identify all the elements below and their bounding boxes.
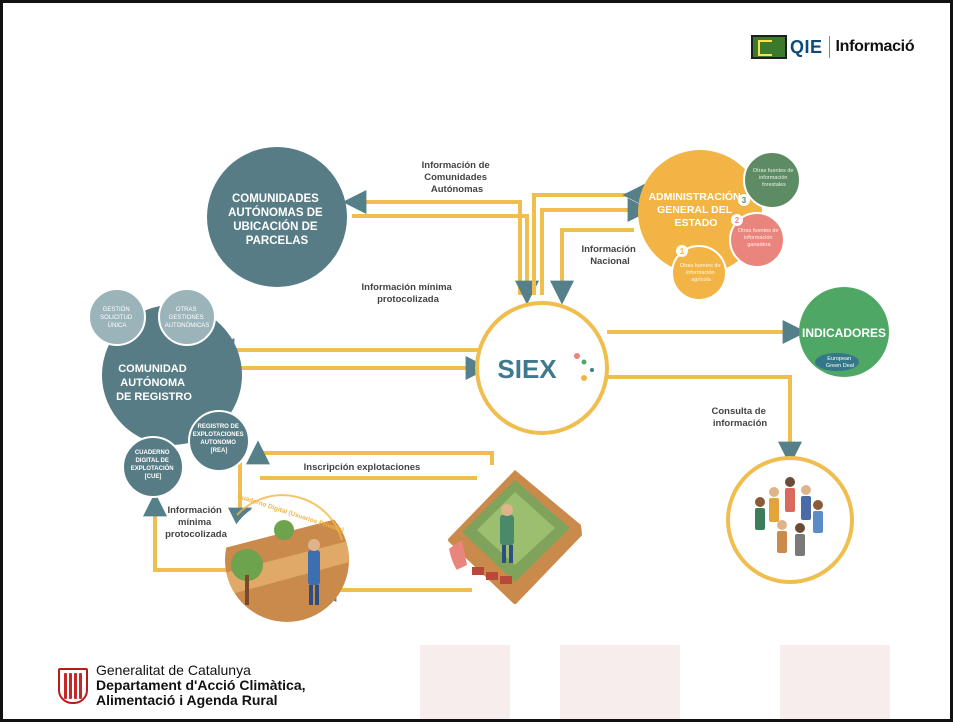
svg-text:1: 1 [680, 247, 685, 256]
svg-text:Otras fuentes de informa: Otras fuentes de información forestales [753, 168, 795, 188]
background-stripe [560, 642, 680, 720]
svg-text:Otras fuentes de informa: Otras fuentes de información agrícola [680, 263, 722, 283]
illustration-farm [448, 470, 582, 604]
background-stripe [780, 642, 890, 720]
svg-text:INDICADORES: INDICADORES [802, 326, 886, 340]
connector-lines [143, 183, 807, 602]
svg-text:REGISTRO DE EXPLOTACIONE: REGISTRO DE EXPLOTACIONES AUTONOMO [REA] [193, 424, 246, 454]
qie-logo: QIE Informació [751, 33, 915, 61]
label-info-minima-top: Información mínima protocolizada [362, 282, 455, 305]
background-stripe [420, 642, 510, 720]
department-name-line2: Alimentació i Agenda Rural [96, 692, 278, 708]
svg-text:ADMINISTRACIÓN GENERAL D: ADMINISTRACIÓN GENERAL DEL ESTADO [648, 190, 743, 229]
siex-diagram: COMUNIDADES AUTÓNOMAS DE UBICACIÓN DE PA… [88, 147, 889, 622]
node-ccaa-registro: COMUNIDAD AUTÓNOMA DE REGISTRO [102, 305, 242, 445]
node-rea: REGISTRO DE EXPLOTACIONES AUTONOMO [REA] [188, 410, 250, 472]
svg-text:3: 3 [742, 196, 747, 205]
svg-text:European Green Deal: European Green Deal [826, 356, 854, 369]
svg-text:SIEX: SIEX [497, 354, 557, 384]
svg-text:COMUNIDADES AUTÓNOMAS DE: COMUNIDADES AUTÓNOMAS DE UBICACIÓN DE PA… [228, 193, 326, 247]
svg-text:GESTIÓN SOLICITUD: GESTIÓN SOLICITUD ÚNICA [100, 306, 134, 329]
node-gestion-solicitud: GESTIÓN SOLICITUD ÚNICA [88, 288, 146, 346]
logo-divider [828, 36, 830, 58]
node-fuente-forestal: Otras fuentes de información forestales … [738, 151, 801, 209]
qie-logo-caption: Informació [835, 38, 915, 55]
node-siex: SIEX [475, 301, 609, 435]
illustration-people [726, 456, 854, 584]
node-fuente-ganadera: Otras fuentes de información ganadera 2 [729, 212, 785, 268]
label-consulta: Consulta de información [711, 406, 768, 429]
svg-text:COMUNIDAD AUTÓNOMA: COMUNIDAD AUTÓNOMA DE REGISTRO [116, 363, 192, 403]
label-info-minima-bottom: Información mínima protocolizada [165, 505, 227, 540]
department-name-line1: Departament d'Acció Climàtica, [96, 677, 306, 693]
svg-text:CUADERNO DIGITAL DE: CUADERNO DIGITAL DE EXPLOTACIÓN [CUE] [131, 450, 176, 480]
node-indicadores: INDICADORES European Green Deal [799, 287, 889, 377]
node-fuente-agricola: Otras fuentes de información agrícola 1 [671, 245, 727, 301]
node-cue: CUADERNO DIGITAL DE EXPLOTACIÓN [CUE] [122, 436, 184, 498]
diagram-slide: COMUNIDADES AUTÓNOMAS DE UBICACIÓN DE PA… [22, 120, 952, 645]
gencat-shield-icon [58, 667, 88, 704]
illustration-cuaderno [225, 494, 349, 622]
label-inscripcion: Inscripción explotaciones [304, 462, 421, 473]
qie-logo-text: QIE [790, 36, 823, 57]
node-ccaa-parcelas: COMUNIDADES AUTÓNOMAS DE UBICACIÓN DE PA… [207, 147, 347, 287]
node-otras-gestiones: OTRAS GESTIONES AUTONÓMICAS [158, 288, 216, 346]
qie-logo-mark [751, 35, 787, 59]
label-info-nacional: Información Nacional [581, 244, 638, 267]
svg-text:2: 2 [735, 216, 740, 225]
label-info-ccaa: Información de Comunidades Autónomas [422, 160, 493, 195]
gencat-logo: Generalitat de Catalunya Departament d'A… [58, 663, 306, 708]
org-name: Generalitat de Catalunya [96, 662, 251, 678]
svg-text:OTRAS GESTIONES AU: OTRAS GESTIONES AUTONÓMICAS [165, 307, 210, 329]
svg-text:Otras fuentes de informa: Otras fuentes de información ganadera [738, 228, 780, 248]
